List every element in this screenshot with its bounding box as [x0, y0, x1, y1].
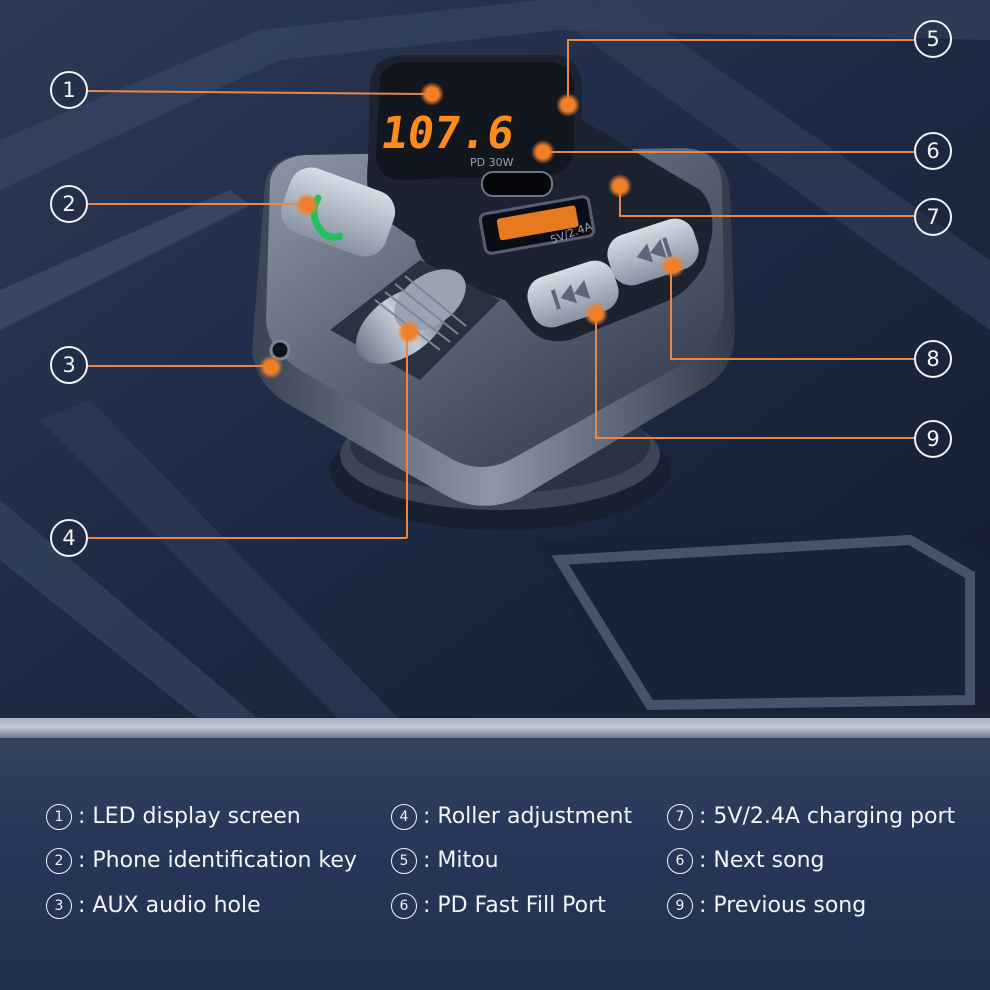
aux-jack — [269, 339, 291, 361]
callout-3: 3 — [50, 346, 88, 384]
legend-panel: 1: LED display screen 2: Phone identific… — [0, 738, 990, 990]
legend-num: 2 — [46, 848, 72, 874]
legend-item-usb-port: 7: 5V/2.4A charging port — [667, 804, 955, 830]
legend-text: : Mitou — [423, 848, 499, 873]
legend-text: : Next song — [699, 848, 825, 873]
legend-item-aux-hole: 3: AUX audio hole — [46, 893, 261, 919]
legend-item-roller: 4: Roller adjustment — [391, 804, 632, 830]
legend-num: 9 — [667, 893, 693, 919]
legend-item-phone-key: 2: Phone identification key — [46, 848, 357, 874]
legend-item-previous-song: 9: Previous song — [667, 893, 866, 919]
legend-num: 6 — [667, 848, 693, 874]
legend-item-mitou: 5: Mitou — [391, 848, 499, 874]
callout-dots — [259, 82, 685, 379]
callout-2: 2 — [50, 185, 88, 223]
legend-text: : Phone identification key — [78, 848, 357, 873]
led-display-text: 107.6 — [378, 108, 518, 159]
legend-item-led-display: 1: LED display screen — [46, 804, 301, 830]
legend-text: : LED display screen — [78, 804, 301, 829]
legend-text: : Previous song — [699, 893, 867, 918]
usb-c-port — [481, 171, 553, 197]
callout-4: 4 — [50, 519, 88, 557]
callout-1: 1 — [50, 71, 88, 109]
legend-text: : 5V/2.4A charging port — [699, 804, 956, 829]
callout-5: 5 — [914, 20, 952, 58]
legend-num: 4 — [391, 804, 417, 830]
callout-lines — [86, 39, 914, 539]
legend-text: : AUX audio hole — [78, 893, 261, 918]
legend-item-pd-port: 6: PD Fast Fill Port — [391, 893, 606, 919]
legend-num: 3 — [46, 893, 72, 919]
callout-9: 9 — [914, 420, 952, 458]
legend-text: : Roller adjustment — [423, 804, 633, 829]
legend-item-next-song: 6: Next song — [667, 848, 824, 874]
callout-6: 6 — [914, 132, 952, 170]
legend-num: 1 — [46, 804, 72, 830]
legend-text: : PD Fast Fill Port — [423, 893, 606, 918]
legend-num: 6 — [391, 893, 417, 919]
divider-band — [0, 718, 990, 738]
legend-num: 5 — [391, 848, 417, 874]
product-photo: 107.6 PD 30W 5V/2.4A — [0, 0, 990, 720]
pd-label: PD 30W — [470, 156, 514, 169]
usb-a-port — [478, 195, 596, 255]
legend-num: 7 — [667, 804, 693, 830]
callout-7: 7 — [914, 198, 952, 236]
car-fm-transmitter-illustration: 107.6 PD 30W 5V/2.4A — [0, 0, 990, 720]
callout-8: 8 — [914, 340, 952, 378]
